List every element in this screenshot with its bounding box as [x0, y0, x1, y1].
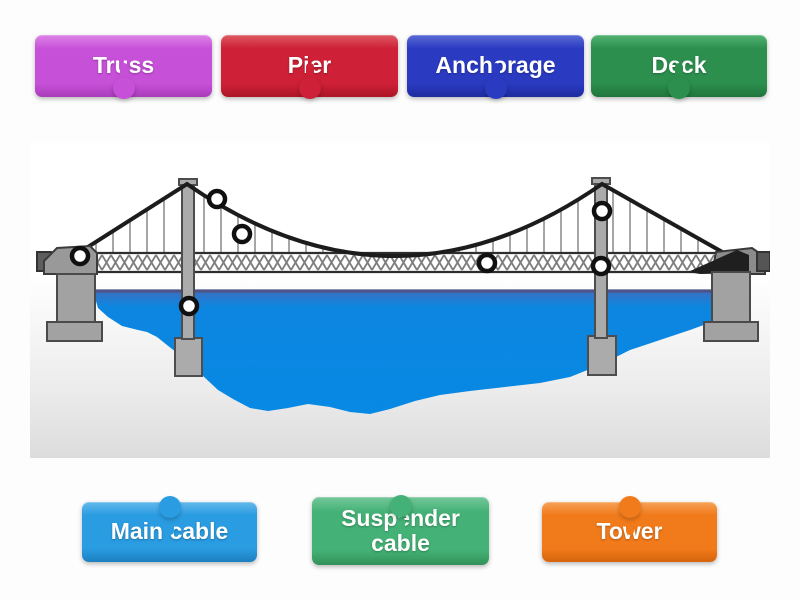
drop-targets — [69, 188, 613, 317]
deck-truss — [57, 251, 745, 274]
drop-target-4[interactable] — [178, 295, 200, 317]
label-chip-suspender-cable[interactable]: Suspender cable — [312, 495, 489, 565]
label-chip-main-cable-text: Main cable — [110, 518, 229, 545]
tower-left — [174, 178, 203, 377]
bridge-diagram-image — [30, 143, 770, 458]
label-chip-tower[interactable]: Tower — [542, 496, 717, 562]
drop-target-6[interactable] — [591, 200, 613, 222]
water — [93, 291, 712, 414]
label-chip-pier[interactable]: Pier — [221, 35, 398, 99]
drop-target-2[interactable] — [206, 188, 228, 210]
label-chip-suspender-cable-text: Suspender cable — [341, 504, 460, 556]
label-chip-anchorage-text: Anchorage — [435, 52, 556, 79]
anchorage-right — [688, 246, 770, 342]
label-chip-anchorage[interactable]: Anchorage — [407, 35, 584, 99]
drop-target-1[interactable] — [69, 245, 91, 267]
label-chip-pier-text: Pier — [287, 52, 332, 79]
drop-target-3[interactable] — [231, 223, 253, 245]
main-cable — [56, 181, 742, 268]
label-chip-deck-text: Deck — [651, 52, 707, 79]
label-chip-truss-text: Truss — [92, 52, 155, 79]
drop-target-7[interactable] — [590, 255, 612, 277]
label-chip-deck[interactable]: Deck — [591, 35, 767, 99]
drop-target-5[interactable] — [476, 252, 498, 274]
label-chip-main-cable[interactable]: Main cable — [82, 496, 257, 562]
label-chip-tower-text: Tower — [596, 518, 663, 545]
label-chip-truss[interactable]: Truss — [35, 35, 212, 99]
anchorage-left — [36, 244, 103, 342]
